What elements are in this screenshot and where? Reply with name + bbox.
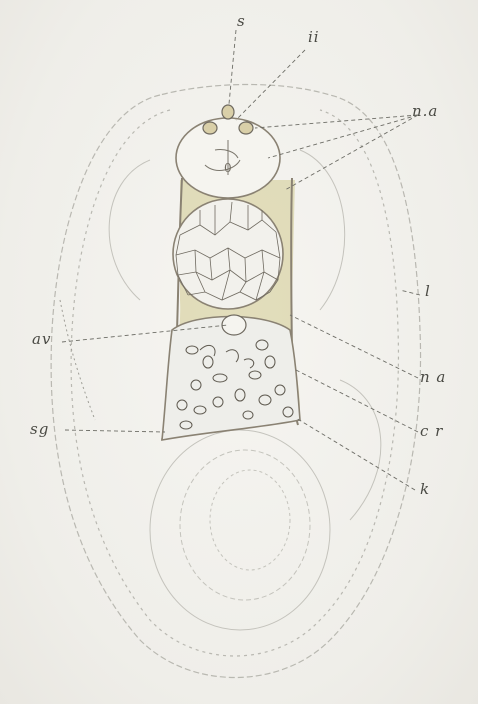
cellular-sphere — [173, 199, 283, 309]
label-k: k — [420, 480, 430, 498]
top-vesicle: 0 — [176, 118, 280, 198]
label-s: s — [237, 12, 246, 30]
label-av: av — [32, 330, 51, 348]
label-l: l — [425, 282, 431, 300]
label-sg: sg — [30, 420, 49, 438]
label-na-mid: n a — [420, 368, 446, 386]
lower-compartment — [162, 315, 300, 440]
label-cr: c r — [420, 422, 443, 440]
label-na-top: n.a — [412, 102, 438, 120]
label-ii: ii — [308, 28, 320, 46]
svg-text:0: 0 — [224, 161, 232, 175]
